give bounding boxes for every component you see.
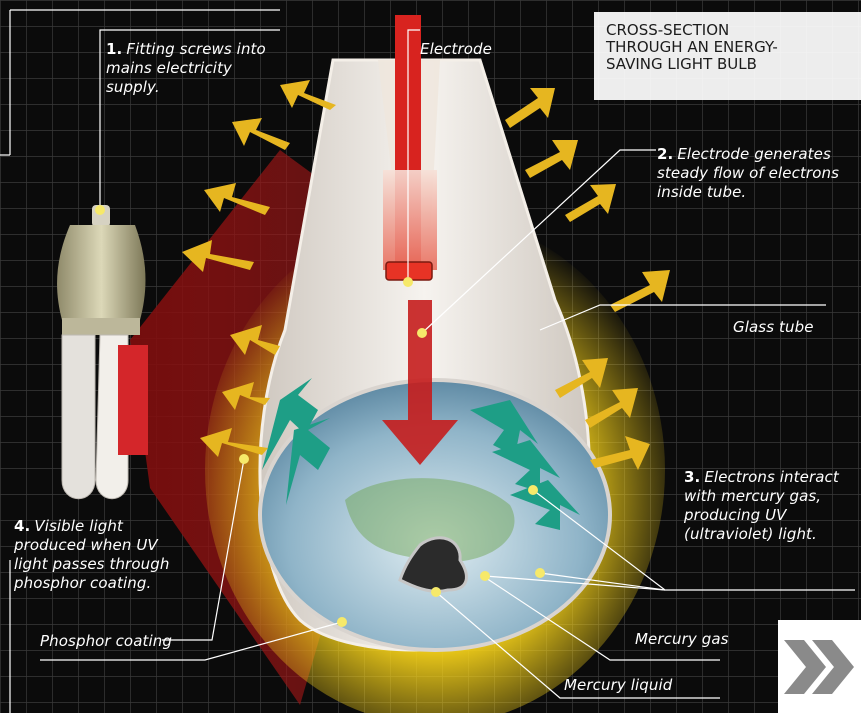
label-electrons-number: 3. — [684, 468, 700, 486]
label-electrode-flow-text: Electrode generates steady flow of elect… — [657, 145, 839, 201]
label-electrons-text: Electrons interact with mercury gas, pro… — [684, 468, 839, 543]
label-electrode-flow: 2.Electrode generates steady flow of ele… — [657, 145, 857, 202]
label-phosphor-coating: Phosphor coating — [40, 632, 172, 651]
electrode-body — [383, 170, 437, 270]
label-visible-light: 4.Visible light produced when UV light p… — [14, 517, 194, 593]
cfl-bulb-illustration — [57, 205, 148, 499]
label-electrons: 3.Electrons interact with mercury gas, p… — [684, 468, 856, 544]
label-fitting-text: Fitting screws into mains electricity su… — [106, 40, 266, 96]
double-chevron-right-icon — [778, 620, 861, 713]
label-electrode-flow-number: 2. — [657, 145, 673, 163]
label-electrode: Electrode — [420, 40, 492, 59]
label-mercury-gas: Mercury gas — [635, 630, 729, 649]
label-visible-light-text: Visible light produced when UV light pas… — [14, 517, 169, 592]
label-mercury-liquid: Mercury liquid — [564, 676, 672, 695]
label-fitting: 1.Fitting screws into mains electricity … — [106, 40, 286, 97]
label-visible-light-number: 4. — [14, 517, 30, 535]
diagram-title: CROSS-SECTION THROUGH AN ENERGY- SAVING … — [606, 22, 778, 73]
next-page-button[interactable] — [778, 620, 861, 713]
label-glass-tube: Glass tube — [733, 318, 814, 337]
label-fitting-number: 1. — [106, 40, 122, 58]
